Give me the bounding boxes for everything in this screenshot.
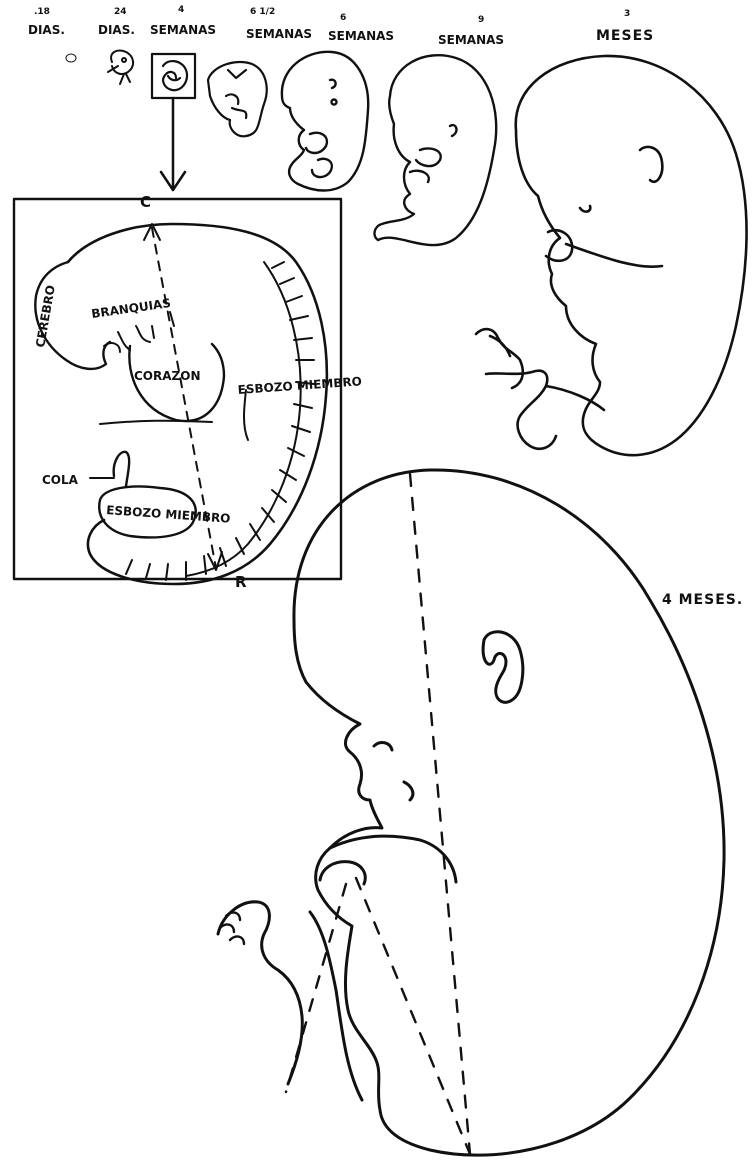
embryo-18-days [66,54,76,62]
measure-line-crown-rump [410,474,470,1154]
label-heart: CORAZON [134,369,200,383]
embryo-24-days [108,50,133,84]
measure-line-thigh [356,878,470,1154]
embryo-4-weeks [152,54,195,98]
inset-top-marker: C [140,193,151,211]
detail-inset: C R [14,193,362,591]
stage-4-number: 6 1/2 [250,7,275,17]
fetus-4-months-toes [220,913,244,944]
stage-2-unit: DIAS. [98,23,135,37]
stage-3-unit: SEMANAS [150,23,216,37]
fetus-4-months-eye [374,743,392,750]
stage-4-unit: SEMANAS [246,27,312,41]
embryo-6-5-weeks [208,62,267,136]
fetus-4-months-ear [483,632,523,703]
stage-5-unit: SEMANAS [328,29,394,43]
label-gills: BRANQUIAS [90,296,171,321]
fetus-4-months-arm [320,836,456,884]
stage-6-unit: SEMANAS [438,33,504,47]
label-4-months: 4 MESES. [662,592,743,608]
inset-gill-arches [104,312,174,352]
stage-1-number: .18 [34,7,50,17]
fetus-4-months-outline [294,470,724,1155]
fetus-4-months-mouth [404,782,413,800]
stage-1-unit: DIAS. [28,23,65,37]
stage-labels: .18 DIAS. 24 DIAS. 4 SEMANAS 6 1/2 SEMAN… [28,5,654,47]
stage-2-number: 24 [114,7,127,17]
fetus-3-months [476,56,747,455]
fetus-4-months [218,470,724,1155]
embryo-9-weeks [375,55,497,245]
inset-bottom-marker: R [235,573,247,591]
label-tail: COLA [42,473,79,487]
inset-embryo-outline [68,224,327,584]
label-lower-limb-bud: ESBOZO MIEMBRO [106,503,231,526]
stage-7-number: 3 [624,9,630,19]
stage-7-unit: MESES [596,28,654,44]
stage-5-number: 6 [340,13,346,23]
stage-6-number: 9 [478,15,484,25]
embryo-6-weeks [282,52,368,191]
inset-tail [114,452,129,486]
stage-3-number: 4 [178,5,184,15]
fetus-4-months-leg [218,902,362,1100]
